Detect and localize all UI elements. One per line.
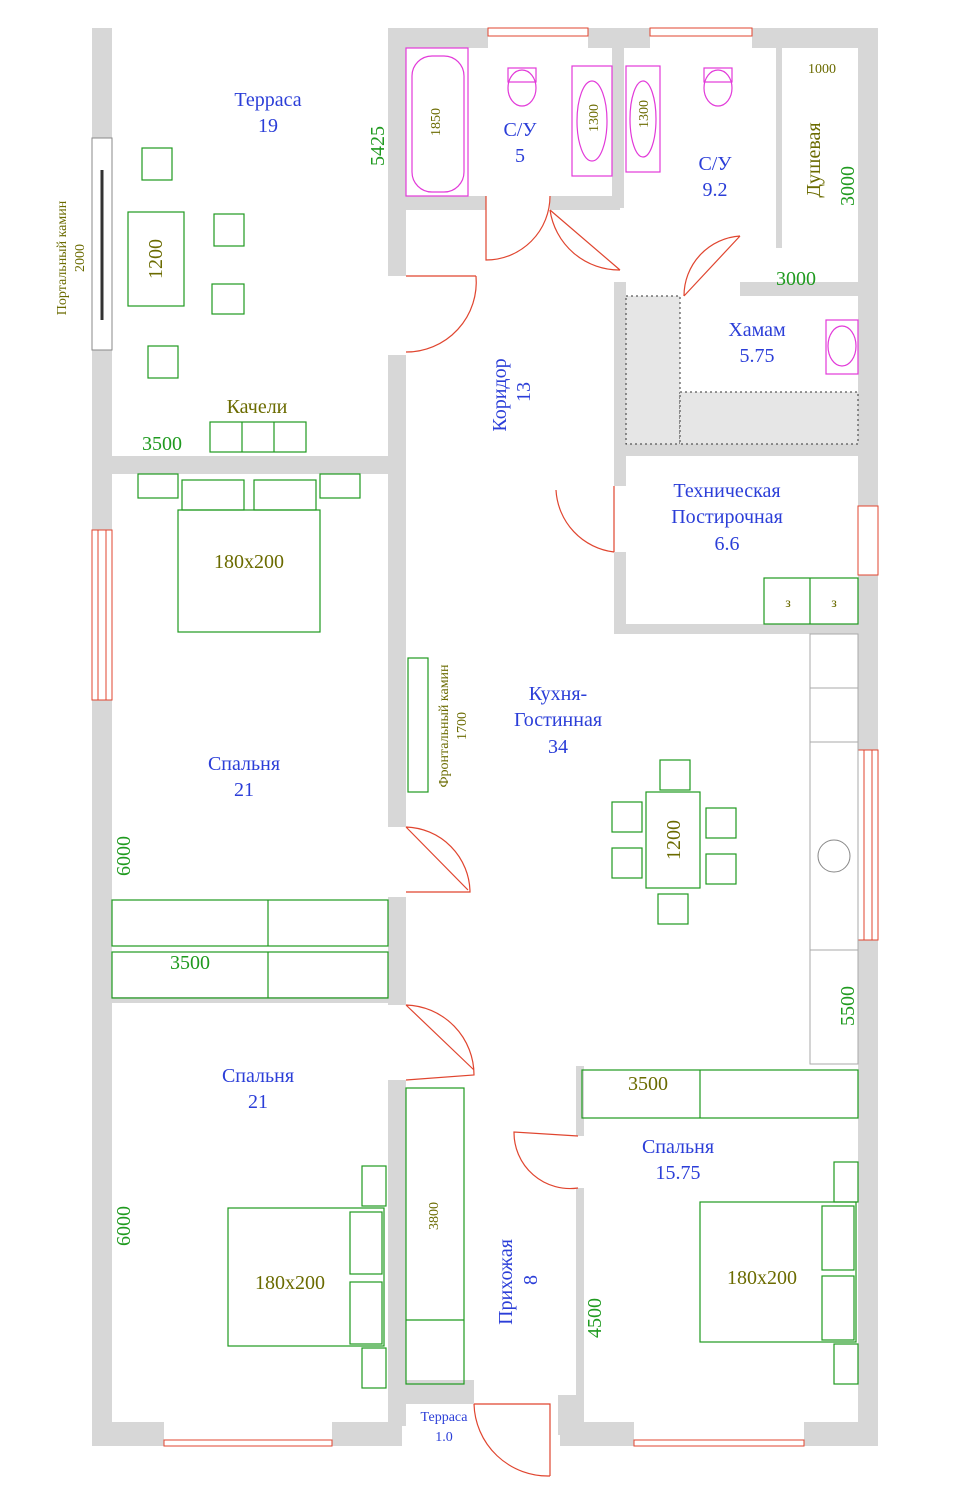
dim-terrace-height: 5425 bbox=[367, 126, 389, 166]
bedroom1-name: Спальня bbox=[208, 753, 280, 775]
appliance1-label: з bbox=[785, 596, 791, 611]
kitchen-line1: Кухня- bbox=[529, 683, 587, 705]
room-labels: Терраса 19 С/У 5 С/У 9.2 Душевая Хамам 5… bbox=[208, 89, 825, 1445]
bed2-size: 180x200 bbox=[255, 1272, 325, 1294]
bath-fixtures bbox=[405, 47, 859, 375]
dim-bed3-wardrobe: 3500 bbox=[628, 1073, 668, 1095]
dim-bed3-height: 4500 bbox=[584, 1298, 606, 1338]
bath1-name: С/У bbox=[503, 119, 537, 141]
dim-kitchen-height: 5500 bbox=[837, 986, 859, 1026]
shower-name: Душевая bbox=[803, 122, 825, 197]
dim-shower-width: 1000 bbox=[808, 62, 836, 77]
appliance2-label: з bbox=[831, 596, 837, 611]
portal-fireplace-label: Портальный камин bbox=[55, 200, 70, 315]
hamam-benches bbox=[625, 295, 859, 445]
dim-bathtub: 1850 bbox=[429, 108, 444, 136]
dim-bath2-width: 3000 bbox=[776, 268, 816, 290]
hamam-area: 5.75 bbox=[740, 345, 775, 367]
front-fireplace-size: 1700 bbox=[455, 712, 470, 740]
hamam-name: Хамам bbox=[728, 319, 786, 341]
terrace-name: Терраса bbox=[234, 89, 301, 111]
bath1-area: 5 bbox=[515, 145, 525, 167]
bedroom2-name: Спальня bbox=[222, 1065, 294, 1087]
dim-wardrobe-width: 3500 bbox=[170, 952, 210, 974]
kitchen-area: 34 bbox=[548, 736, 568, 758]
dim-shower-height: 3000 bbox=[837, 166, 859, 206]
hall-name: Прихожая bbox=[495, 1239, 517, 1325]
bath2-name: С/У bbox=[698, 153, 732, 175]
bedroom3-name: Спальня bbox=[642, 1136, 714, 1158]
walls bbox=[92, 28, 878, 1446]
terrace-table-size: 1200 bbox=[145, 239, 167, 279]
dim-hall-closet: 3800 bbox=[427, 1202, 442, 1230]
terrace-small-name: Терраса bbox=[420, 1410, 468, 1425]
kitchen-furniture bbox=[407, 577, 859, 1065]
furniture-labels: Портальный камин 2000 1200 Качели 180x20… bbox=[55, 200, 837, 1294]
bedroom3-area: 15.75 bbox=[656, 1162, 701, 1184]
doors bbox=[405, 195, 741, 1477]
terrace-small-area: 1.0 bbox=[435, 1430, 453, 1445]
dining-table-size: 1200 bbox=[663, 820, 685, 860]
dim-basin2: 1300 bbox=[637, 100, 652, 128]
bedroom1-area: 21 bbox=[234, 779, 254, 801]
terrace-area: 19 bbox=[258, 115, 278, 137]
technical-line1: Техническая bbox=[673, 480, 780, 502]
bath2-area: 9.2 bbox=[703, 179, 728, 201]
corridor-name: Коридор bbox=[489, 358, 511, 431]
portal-fireplace-size: 2000 bbox=[73, 244, 88, 272]
swing-label: Качели bbox=[227, 396, 288, 418]
kitchen-line2: Гостинная bbox=[514, 709, 602, 731]
dim-basin1: 1300 bbox=[587, 104, 602, 132]
bedroom2-furniture bbox=[227, 1087, 465, 1389]
technical-line2: Постирочная bbox=[671, 506, 783, 528]
dim-bed1-height: 6000 bbox=[113, 836, 135, 876]
technical-area: 6.6 bbox=[715, 533, 740, 555]
front-fireplace-label: Фронтальный камин bbox=[437, 664, 452, 788]
bed1-size: 180x200 bbox=[214, 551, 284, 573]
bedroom3-furniture bbox=[581, 1069, 859, 1385]
bedroom1-furniture bbox=[111, 473, 389, 999]
windows bbox=[91, 27, 879, 1447]
dim-bed2-height: 6000 bbox=[113, 1206, 135, 1246]
dimension-labels: 5425 1850 1300 1300 1000 3000 3000 3500 … bbox=[113, 62, 859, 1338]
corridor-area: 13 bbox=[513, 382, 535, 402]
bedroom2-area: 21 bbox=[248, 1091, 268, 1113]
bed3-size: 180x200 bbox=[727, 1267, 797, 1289]
hall-area: 8 bbox=[520, 1275, 542, 1285]
terrace-furniture bbox=[127, 147, 307, 453]
dim-terrace-width: 3500 bbox=[142, 433, 182, 455]
